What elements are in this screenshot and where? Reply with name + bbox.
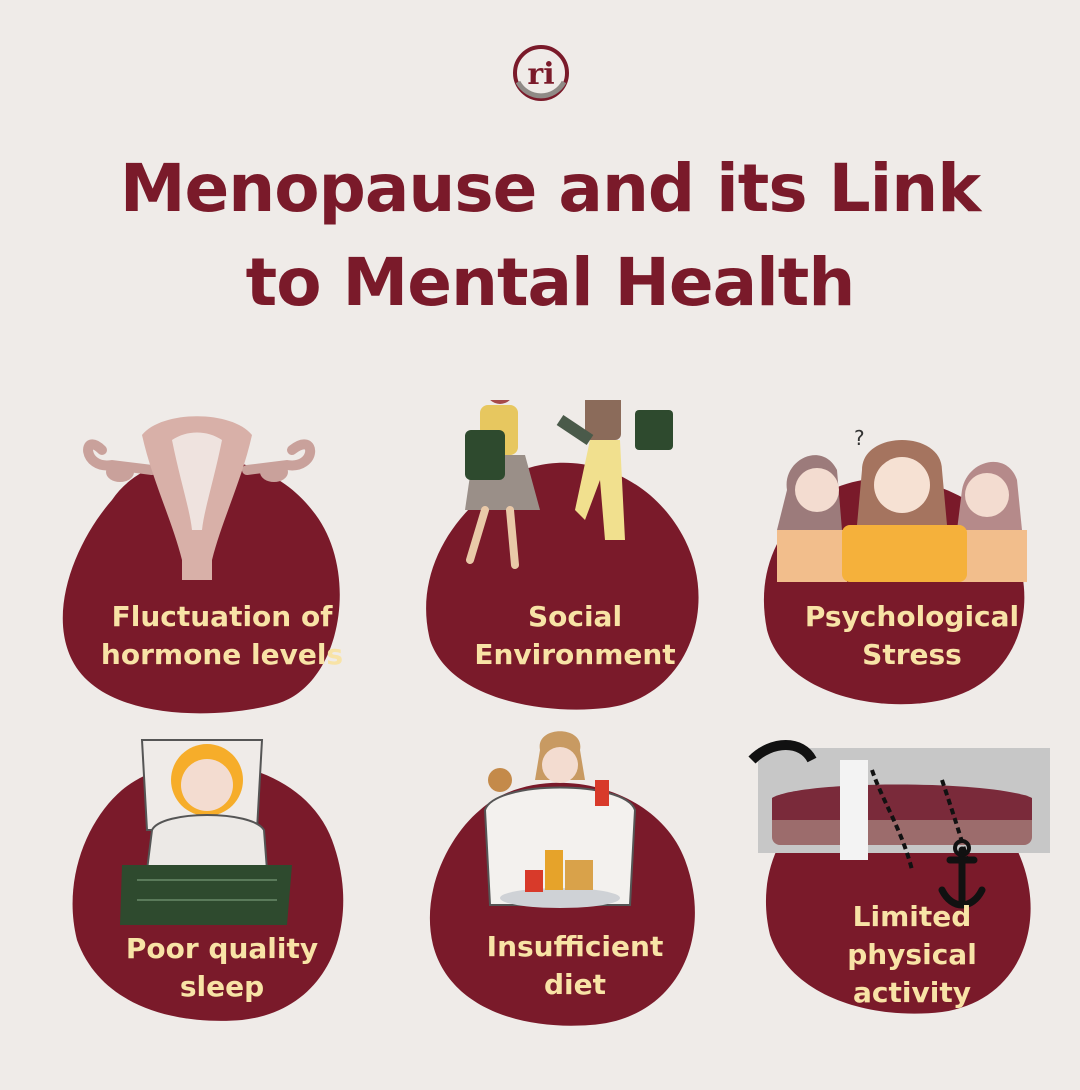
factor-label-line: hormone levels <box>100 638 344 671</box>
factor-label-line: activity <box>853 976 971 1009</box>
ri-logo-icon: ri <box>506 42 576 104</box>
factor-label-stress: Psychological Stress <box>732 598 1080 674</box>
factor-card-stress: ? Psychological Stress <box>732 400 1080 770</box>
factor-label-line: Poor quality <box>125 932 319 965</box>
women-shopping-illustration-icon <box>465 400 673 569</box>
factor-card-diet: Insufficient diet <box>395 720 755 1090</box>
fast-food-eating-illustration-icon <box>483 731 637 908</box>
factor-label-line: Stress <box>862 638 962 671</box>
factor-label-line: Fluctuation of <box>111 600 333 633</box>
factor-label-line: Social <box>527 600 623 633</box>
factor-label-social: Social Environment <box>395 598 755 674</box>
factor-label-hormones: Fluctuation of hormone levels <box>42 598 402 674</box>
sleepless-woman-illustration-icon <box>120 739 292 925</box>
svg-text:?: ? <box>854 426 865 450</box>
title-line-1: Menopause and its Link <box>119 150 981 227</box>
factor-label-line: Insufficient <box>486 930 664 963</box>
factor-card-social: Social Environment <box>395 400 755 770</box>
factor-label-line: physical <box>847 938 977 971</box>
chained-to-bed-illustration-icon <box>748 740 1050 909</box>
factor-card-activity: Limited physical activity <box>732 720 1080 1090</box>
stressed-women-illustration-icon: ? <box>777 426 1027 582</box>
factor-label-line: Psychological <box>804 600 1020 633</box>
title-line-2: to Mental Health <box>245 244 856 321</box>
factor-card-hormones: Fluctuation of hormone levels <box>42 400 402 770</box>
page-title: Menopause and its Link to Mental Health <box>0 142 1080 330</box>
factor-label-diet: Insufficient diet <box>395 928 755 1004</box>
logo-mark: ri <box>527 57 554 92</box>
factor-label-line: sleep <box>179 970 265 1003</box>
factor-label-sleep: Poor quality sleep <box>42 930 402 1006</box>
blob-background <box>426 462 699 710</box>
blob-background <box>62 457 340 714</box>
factor-card-sleep: Poor quality sleep <box>42 720 402 1090</box>
uterus-illustration-icon <box>83 416 316 580</box>
factor-label-line: diet <box>543 968 606 1001</box>
factor-label-activity: Limited physical activity <box>732 898 1080 1012</box>
factor-label-line: Limited <box>852 900 972 933</box>
factor-label-line: Environment <box>474 638 676 671</box>
